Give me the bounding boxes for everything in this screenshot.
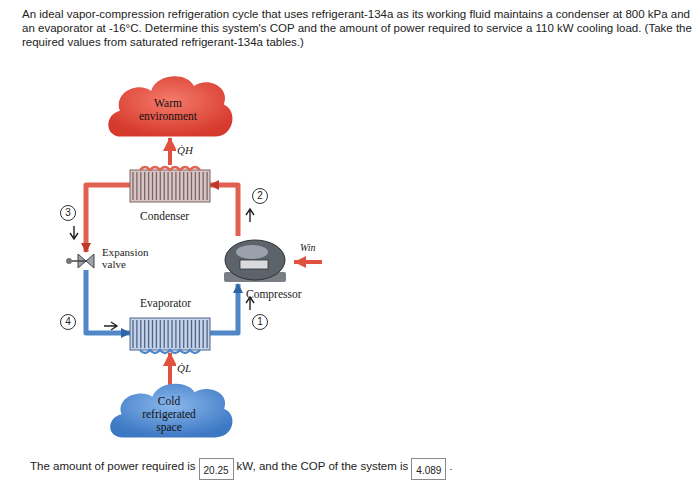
answer-box: 4.089 bbox=[411, 458, 446, 480]
answer-box: 20.25 bbox=[199, 458, 234, 480]
node-text: Expansion valve bbox=[102, 246, 160, 270]
refrigerant-pipe bbox=[86, 270, 130, 333]
callout-number: 1 bbox=[252, 314, 268, 330]
cloud-node: Warm environment bbox=[103, 70, 233, 144]
problem-text: An ideal vapor-compression refrigeration… bbox=[22, 7, 694, 49]
flow-arrow bbox=[104, 322, 117, 330]
flow-arrow bbox=[246, 209, 254, 222]
work-label: Win bbox=[300, 242, 316, 253]
heat-flow-arrow bbox=[168, 138, 172, 165]
heat-label: Q̇L bbox=[176, 362, 192, 374]
node-text: 1 bbox=[257, 317, 263, 327]
node-text: 4 bbox=[65, 317, 71, 327]
shape-outline bbox=[130, 166, 210, 204]
callout-number: 4 bbox=[60, 314, 76, 330]
node-text: 20.25 bbox=[204, 465, 229, 476]
answer-text: kW, and the COP of the system is bbox=[237, 460, 409, 472]
callout-number: 2 bbox=[252, 188, 268, 204]
cloud-node: Cold refrigerated space bbox=[105, 378, 233, 444]
heat-flow-arrow bbox=[168, 353, 172, 386]
node-text: Evaporator bbox=[140, 297, 191, 309]
compressor-unit: Compressor bbox=[222, 236, 288, 284]
refrigerant-pipe bbox=[86, 185, 130, 252]
refrigerant-pipe bbox=[210, 185, 238, 236]
flow-arrow bbox=[70, 226, 78, 239]
answer-text: The amount of power required is bbox=[30, 460, 196, 472]
shape-outline bbox=[76, 252, 96, 270]
heat-label: Q̇H bbox=[176, 144, 194, 156]
work-arrow bbox=[294, 260, 322, 264]
node-text: Compressor bbox=[246, 288, 302, 300]
node-text: 3 bbox=[65, 208, 71, 218]
heat-exchanger: Condenser bbox=[130, 166, 210, 204]
heat-exchanger: Evaporator bbox=[130, 314, 210, 352]
shape-outline bbox=[130, 314, 210, 352]
callout-number: 3 bbox=[60, 205, 76, 221]
node-text: 4.089 bbox=[416, 465, 441, 476]
node-text: Condenser bbox=[140, 210, 189, 222]
expansion-valve: Expansion valve bbox=[76, 252, 96, 270]
answer-text: . bbox=[449, 460, 452, 472]
shape-outline bbox=[222, 236, 288, 284]
node-text: Cold refrigerated space bbox=[130, 395, 208, 434]
node-text: Warm environment bbox=[129, 97, 207, 123]
node-text: 2 bbox=[257, 191, 263, 201]
refrigerant-pipe bbox=[210, 284, 238, 333]
